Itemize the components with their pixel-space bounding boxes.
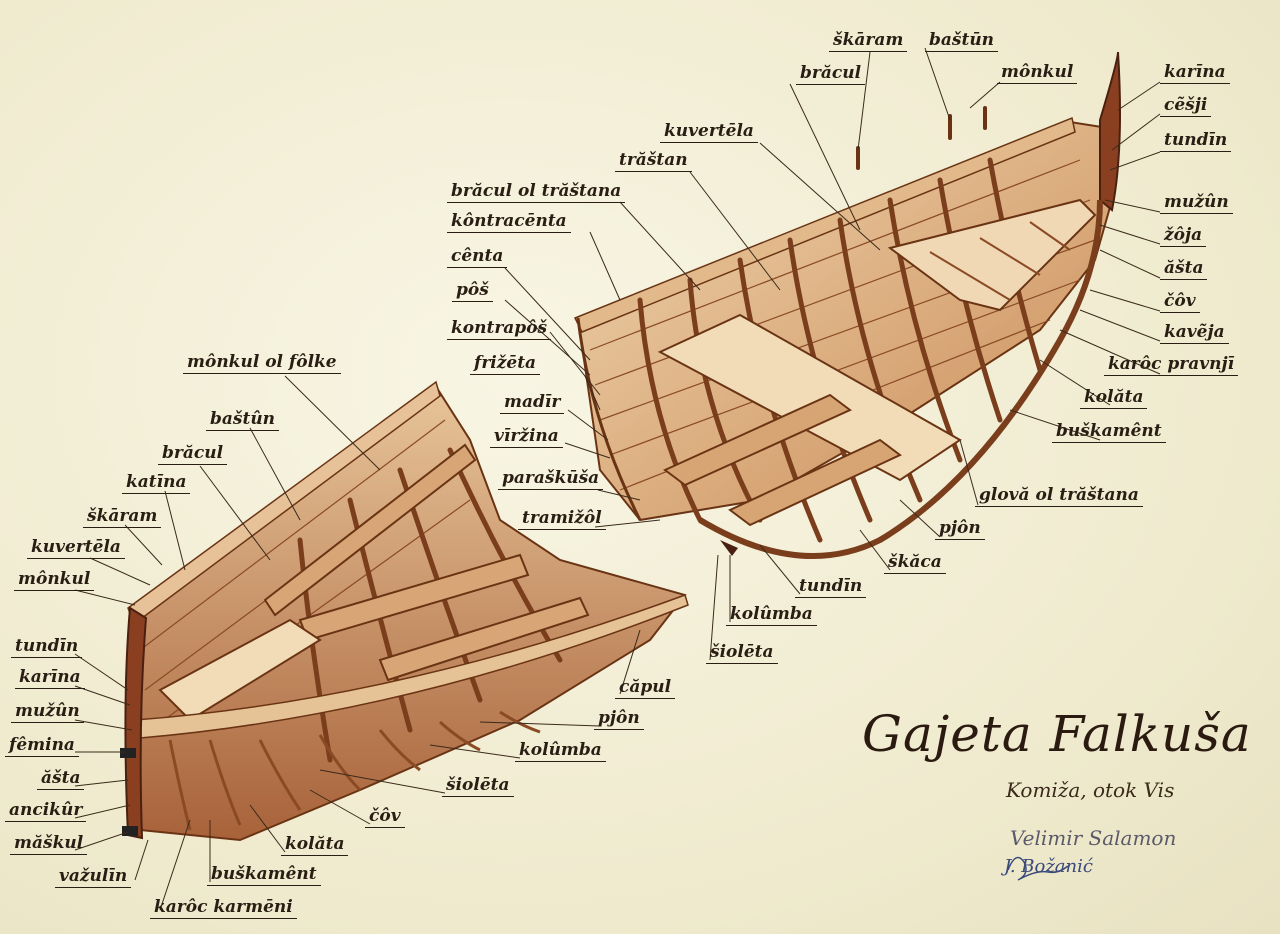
label-karina: karīna [1160,62,1230,84]
label-kolumba-l: kolûmba [515,740,606,762]
label-pjon-r: pjôn [935,518,985,540]
label-buskament-l: buškamênt [207,864,321,886]
bow-half-boat [120,380,689,842]
label-sioleta-l: šiolēta [442,775,514,797]
label-centa: cênta [447,246,508,268]
label-kontracenta: kôntracēnta [447,211,571,233]
label-ancikur: ancikûr [5,800,87,822]
label-muzun-l: mužûn [11,701,84,723]
label-katina: katīna [122,472,191,494]
label-monkul-l: mônkul [14,569,95,591]
label-trastan: trăštan [615,150,692,172]
label-karoc-pravnji: karôc pravnjī [1104,354,1239,376]
label-bastun: baštūn [925,30,999,52]
label-cov-r: čôv [1160,291,1200,313]
label-kuvertela-l: kuvertēla [27,537,125,559]
label-bracul-trastana: brăcul ol trăštana [447,181,626,203]
label-cov-l: čôv [365,806,405,828]
label-skaram-l: škāram [83,506,162,528]
label-monkul: mônkul [997,62,1078,84]
label-kontrapos: kontrapôš [447,318,552,340]
label-cesji: cẽšji [1160,95,1212,117]
drawing-title: Gajeta Falkuša [862,705,1252,763]
label-kolumba-r: kolûmba [726,604,817,626]
label-virzina: vīržina [490,426,563,448]
label-tundin-r1: tundīn [1160,130,1232,152]
label-karina-l: karīna [15,667,85,689]
label-pjon-l: pjôn [594,708,644,730]
label-femina: fêmina [5,735,79,757]
label-skaram: škāram [829,30,908,52]
label-kolata-r: kolăta [1080,387,1148,409]
stern-half-boat [573,51,1121,559]
label-monkul-folke: mônkul ol fôlke [183,352,341,374]
label-maskul: măškul [10,833,88,855]
label-madir: madīr [500,392,565,414]
label-bracul: brăcul [796,63,866,85]
label-skaca: škăca [884,552,946,574]
label-buskament-r: buškamênt [1052,421,1166,443]
label-bastun-l: baštûn [206,409,280,431]
label-vazulin: važulīn [55,866,132,888]
signature-author: Velimir Salamon [1010,826,1177,850]
label-zoja: žôja [1160,225,1207,247]
label-pos: pôš [452,280,493,302]
signature-scribble [1007,856,1069,881]
label-frizeta: frižēta [470,353,541,375]
label-bracul-l: brăcul [158,443,228,465]
label-asta-l: ăšta [37,768,85,790]
label-kuvertela: kuvertēla [660,121,758,143]
label-sioleta-r: šiolēta [706,642,778,664]
label-asta-r: ăšta [1160,258,1208,280]
label-tundin-l: tundīn [11,636,83,658]
label-muzun-r: mužûn [1160,192,1233,214]
label-kolata-l: kolăta [281,834,349,856]
label-paraskusa: paraškūša [498,468,604,490]
signature-second: J. Božanić [1004,856,1093,877]
drawing-subtitle: Komiža, otok Vis [1006,778,1175,802]
label-tundin-r2: tundīn [795,576,867,598]
label-kaveja: kavẽja [1160,322,1229,344]
leader-lines [74,47,1161,911]
label-capul: căpul [615,677,676,699]
label-karoc-karmeni: karôc karmēni [150,897,297,919]
label-tramizol: tramižôl [518,508,606,530]
label-glova-trastana: glovă ol trăštana [975,485,1143,507]
